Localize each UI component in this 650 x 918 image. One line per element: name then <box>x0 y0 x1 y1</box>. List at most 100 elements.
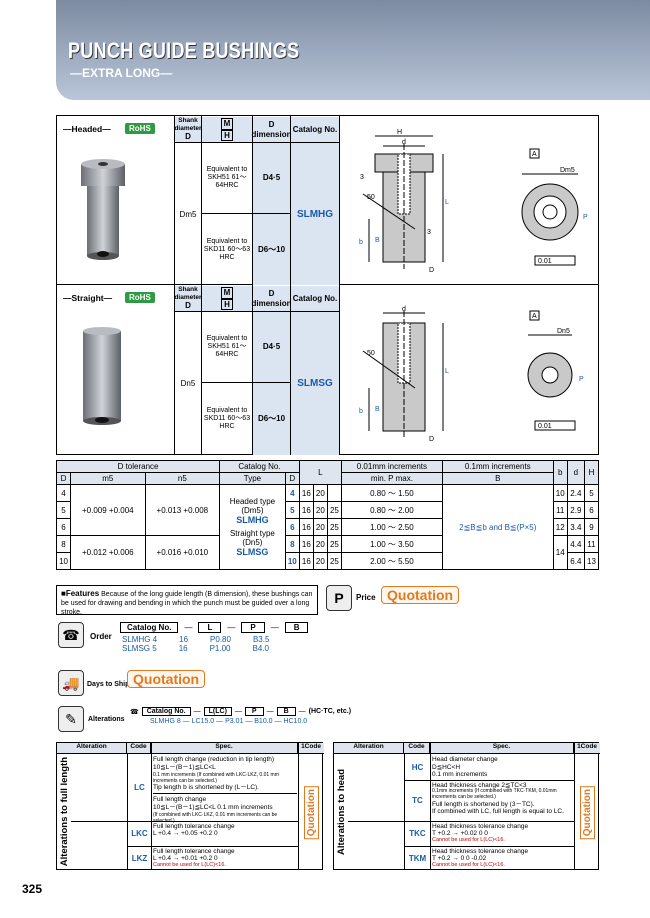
b-rule: 2≦B≦b and B≦(P×5) <box>441 484 554 570</box>
straight-bushing-photo <box>83 327 121 425</box>
lc-line: 10≦L－(B－1)≦LC<L <box>153 763 216 771</box>
table-cell: 3.4 <box>566 518 585 536</box>
shank-header: Shank diameter <box>174 117 202 132</box>
straight-label: —Straight— <box>63 293 113 303</box>
alt-h-b: B <box>276 707 296 716</box>
lc-line: Full length change (reduction in tip len… <box>153 756 275 763</box>
hc-line: Head diameter change <box>432 756 498 763</box>
straight-50: 50 <box>367 350 375 357</box>
table-cell: 1.00 ～ 2.50 <box>340 518 443 536</box>
order-h-P: P <box>241 622 265 633</box>
d-dimension-header: D dimension <box>252 117 292 142</box>
material-1: Equivalent to SKH51 61～64HRC <box>206 334 248 359</box>
dimension-table: D tolerance Catalog No. L 0.01mm increme… <box>55 460 600 570</box>
n5-group-1: +0.013 +0.008 <box>144 484 221 536</box>
lc-line: Full length change <box>153 793 297 804</box>
order-r2-cat: SLMSG 5 <box>122 644 157 653</box>
rohs-badge: RoHS <box>125 123 155 134</box>
alt-h-cat: Catalog No. <box>141 707 191 716</box>
tc-line: Head thickness change 2≦TC<3 <box>432 782 527 789</box>
table-cell: 9 <box>583 518 600 536</box>
tkc-code: TKC <box>409 829 426 839</box>
alterations-example: ☎ Catalog No.— L(LC)— P— B— (HC·TC, etc.… <box>130 707 352 725</box>
th-d: d <box>566 460 585 485</box>
headed-tol: 0.01 <box>538 258 552 265</box>
type-headed-cat: SLMHG <box>236 515 269 525</box>
catalog-header: Catalog No. <box>291 286 339 311</box>
table-cell: 25 <box>326 518 342 536</box>
lc-line: 10≦L－(B－1)≦LC<L 0.1 mm increments <box>153 804 273 812</box>
table-cell: 20 <box>312 535 328 553</box>
alt-right-h-code: Code <box>404 743 430 753</box>
range-1: D4·5 <box>253 143 290 213</box>
table-cell: 16 <box>298 518 314 536</box>
table-cell: 16 <box>298 484 314 502</box>
order-label: Order <box>90 632 112 641</box>
order-h-B: B <box>284 622 309 633</box>
lkz-line: Cannot be used for L(LC)<16. <box>153 862 226 868</box>
table-cell: 0.80 ～ 2.00 <box>340 501 443 519</box>
m5-group-2: +0.012 +0.006 <box>70 535 146 570</box>
table-cell: 16 <box>298 501 314 519</box>
table-cell: 11 <box>583 535 600 553</box>
table-row: 5 <box>55 501 72 519</box>
straight-L: L <box>445 368 449 375</box>
headed-50: 50 <box>367 194 375 201</box>
order-r2-B: B4.0 <box>252 644 269 653</box>
hc-code: HC <box>411 762 424 772</box>
hc-line: D≦HC<H <box>432 764 461 771</box>
shank-value: Dm5 <box>179 209 197 219</box>
table-cell: 4 <box>284 484 300 502</box>
lkz-code: LKZ <box>131 853 148 863</box>
material-m: M <box>220 118 234 130</box>
straight-d: d <box>402 306 406 313</box>
features-label: ■Features <box>61 589 100 598</box>
tkc-line: T +0.2 → +0.02 0 0 <box>432 830 488 837</box>
material-h: H <box>221 298 233 310</box>
th-H: H <box>583 460 600 485</box>
type-straight-code: (Dn5) <box>242 538 263 547</box>
table-row: 8 <box>55 535 72 553</box>
headed-d: d <box>402 139 406 146</box>
straight-drawing: d L b B 50 D A Dn5 P 0.01 <box>359 306 584 443</box>
table-cell: 20 <box>312 518 328 536</box>
svg-text:b: b <box>359 408 363 415</box>
material-1: Equivalent to SKH51 61～64HRC <box>206 165 248 190</box>
tc-line: If combined with LC, full length is equa… <box>432 808 564 816</box>
table-cell: 1.00 ～ 3.50 <box>340 535 443 553</box>
order-r1-L: 16 <box>179 635 189 644</box>
range-1: D4·5 <box>253 312 290 382</box>
alterations-label: Alterations <box>88 716 125 723</box>
alt-left-side: Alterations to full length <box>58 757 70 867</box>
alt-left-table: Alteration Code Spec. 1Code Alterations … <box>56 742 324 870</box>
price-label: Price <box>356 593 376 602</box>
straight-dn5: Dn5 <box>557 328 570 335</box>
type-headed: Headed type <box>229 497 276 506</box>
table-cell: 6.4 <box>566 552 585 570</box>
alt-h-lc: L(LC) <box>203 707 232 716</box>
th-B: B <box>441 472 554 485</box>
page-title: PUNCH GUIDE BUSHINGS <box>68 38 300 63</box>
table-cell: 20 <box>312 501 328 519</box>
th-type: Type <box>219 472 286 485</box>
alt-h-hc: (HC·TC, etc.) <box>308 708 352 715</box>
page-header: PUNCH GUIDE BUSHINGS —EXTRA LONG— <box>56 0 650 100</box>
headed-label: —Headed— <box>63 124 111 134</box>
page-number: 325 <box>22 882 43 896</box>
price-value: Quotation <box>381 586 460 604</box>
lc-line: 0.1 mm increments (If combined with LKC·… <box>153 771 279 784</box>
material-h: H <box>221 129 233 141</box>
table-cell: 10 <box>552 484 568 502</box>
order-r2-L: 16 <box>178 644 188 653</box>
material-2: Equivalent to SKD11 60～63 HRC <box>203 237 251 262</box>
table-cell: 2.00 ～ 5.50 <box>340 552 443 570</box>
table-row: 6 <box>55 518 72 536</box>
lc-line: Tip length b is shortened by (L－LC). <box>153 783 259 791</box>
table-cell <box>326 484 342 502</box>
